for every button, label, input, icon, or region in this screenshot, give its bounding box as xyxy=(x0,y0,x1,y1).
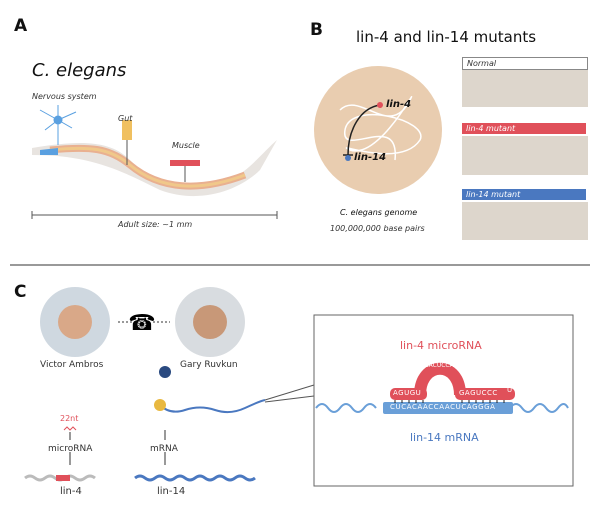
nt-label: 22nt xyxy=(60,414,79,423)
base-pairs-label: 100,000,000 base pairs xyxy=(330,224,425,233)
photo-label-normal: Normal xyxy=(462,57,588,70)
microrna-label: microRNA xyxy=(48,444,93,454)
muscle-icon xyxy=(170,160,200,166)
photo-lin4-mutant xyxy=(462,136,588,175)
gene-diagram xyxy=(24,366,266,482)
mrna-title: lin-14 mRNA xyxy=(410,431,479,444)
protein-icon xyxy=(159,366,171,378)
panel-b-title: lin-4 and lin-14 mutants xyxy=(356,28,537,46)
photo-normal xyxy=(462,70,588,107)
panel-b-label: B xyxy=(310,20,323,40)
mrna-seq: CUCACAACCAACUCAGGGA xyxy=(390,403,496,411)
lin4-gene-label: lin-4 xyxy=(386,99,412,110)
worm-illustration xyxy=(31,105,278,219)
phone-icon: ☎ xyxy=(128,311,155,336)
neuron-icon xyxy=(39,105,77,145)
gut-label: Gut xyxy=(118,114,133,123)
genome-diagram xyxy=(314,66,442,194)
mrna-label: mRNA xyxy=(150,444,178,454)
mirna-right-seq: GAGUCCC xyxy=(459,389,498,397)
panel-a-label: A xyxy=(14,16,28,36)
lin14-gene: lin-14 xyxy=(157,486,186,497)
mirna-tail: U xyxy=(507,386,513,394)
gut-icon xyxy=(122,120,132,140)
mirna-left-seq: AGUGU xyxy=(393,389,422,397)
mirna-title: lin-4 microRNA xyxy=(400,339,482,352)
lin14-gene-label: lin-14 xyxy=(354,152,387,163)
scale-label: Adult size: ~1 mm xyxy=(118,220,193,229)
nervous-label: Nervous system xyxy=(32,92,97,101)
zoom-box xyxy=(264,314,574,487)
photo-label-lin4: lin-4 mutant xyxy=(462,123,586,134)
panel-c-label: C xyxy=(14,282,27,302)
panel-a-title: C. elegans xyxy=(32,60,127,81)
muscle-label: Muscle xyxy=(172,141,200,150)
mirna-loop-seq: GACUCCA xyxy=(424,362,454,369)
portraits: ☎ xyxy=(40,287,245,357)
person2-name: Gary Ruvkun xyxy=(180,360,238,370)
lin4-gene: lin-4 xyxy=(60,486,82,497)
person1-name: Victor Ambros xyxy=(40,360,104,370)
photo-label-lin14: lin-14 mutant xyxy=(462,189,586,200)
photo-lin14-mutant xyxy=(462,202,588,240)
genome-label: C. elegans genome xyxy=(340,208,418,217)
